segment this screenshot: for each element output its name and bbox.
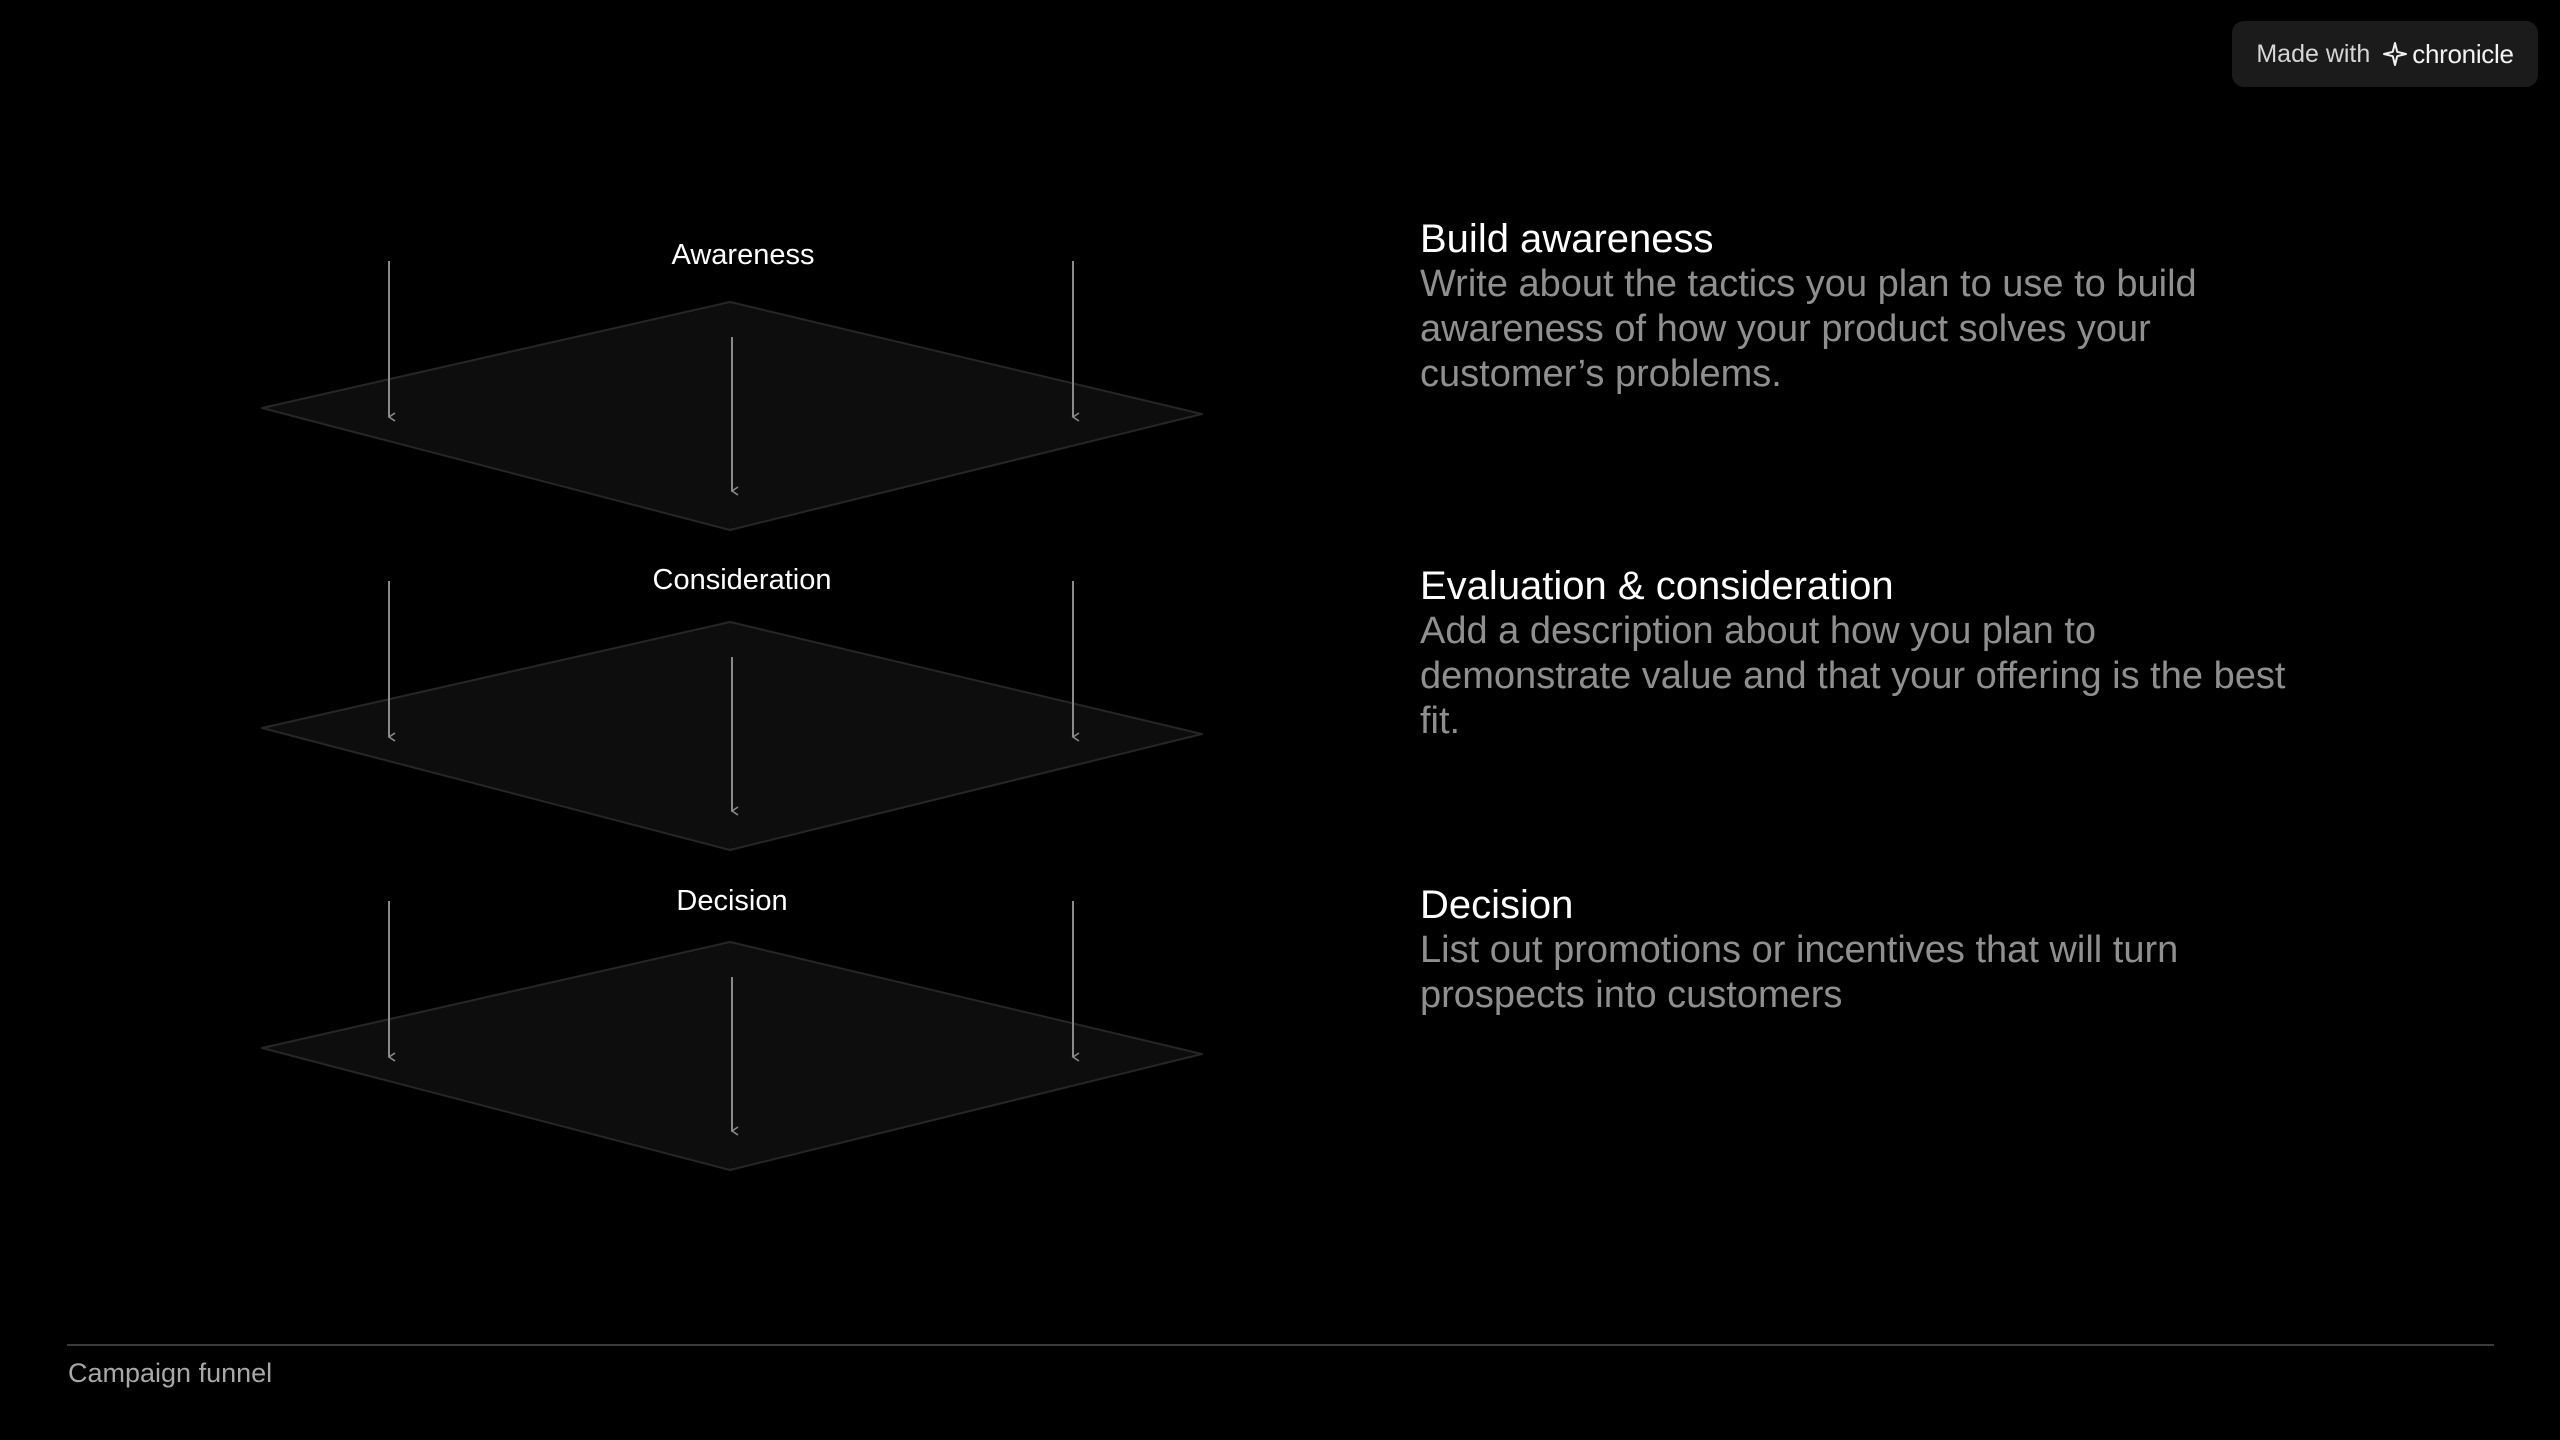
funnel-stage-consideration: [261, 581, 1203, 851]
sparkle-icon: [2383, 42, 2408, 66]
section-build-awareness: Build awareness Write about the tactics …: [1420, 216, 2300, 397]
footer-divider: [67, 1344, 2494, 1346]
section-body: List out promotions or incentives that w…: [1420, 929, 2179, 1016]
stage-label-consideration: Consideration: [652, 564, 832, 596]
slide-title: Campaign funnel: [68, 1358, 273, 1388]
made-with-label: Made with: [2256, 39, 2371, 68]
section-title: Build awareness: [1420, 217, 1714, 261]
section-body: Write about the tactics you plan to use …: [1420, 263, 2197, 395]
chronicle-logo: chronicle: [2382, 38, 2514, 70]
section-title: Evaluation & consideration: [1420, 564, 1894, 608]
campaign-funnel-illustration: [261, 261, 1203, 1171]
made-with-chronicle-badge[interactable]: Made with chronicle: [2232, 21, 2538, 87]
section-body: Add a description about how you plan to …: [1420, 610, 2286, 742]
section-decision: Decision List out promotions or incentiv…: [1420, 882, 2300, 1018]
section-evaluation-consideration: Evaluation & consideration Add a descrip…: [1420, 563, 2300, 744]
section-title: Decision: [1420, 883, 1574, 927]
stage-label-decision: Decision: [676, 885, 788, 917]
funnel-stage-decision: [261, 901, 1203, 1171]
funnel-stage-awareness: [261, 261, 1203, 531]
stage-label-awareness: Awareness: [671, 239, 815, 271]
chronicle-brand-name: chronicle: [2412, 38, 2514, 69]
